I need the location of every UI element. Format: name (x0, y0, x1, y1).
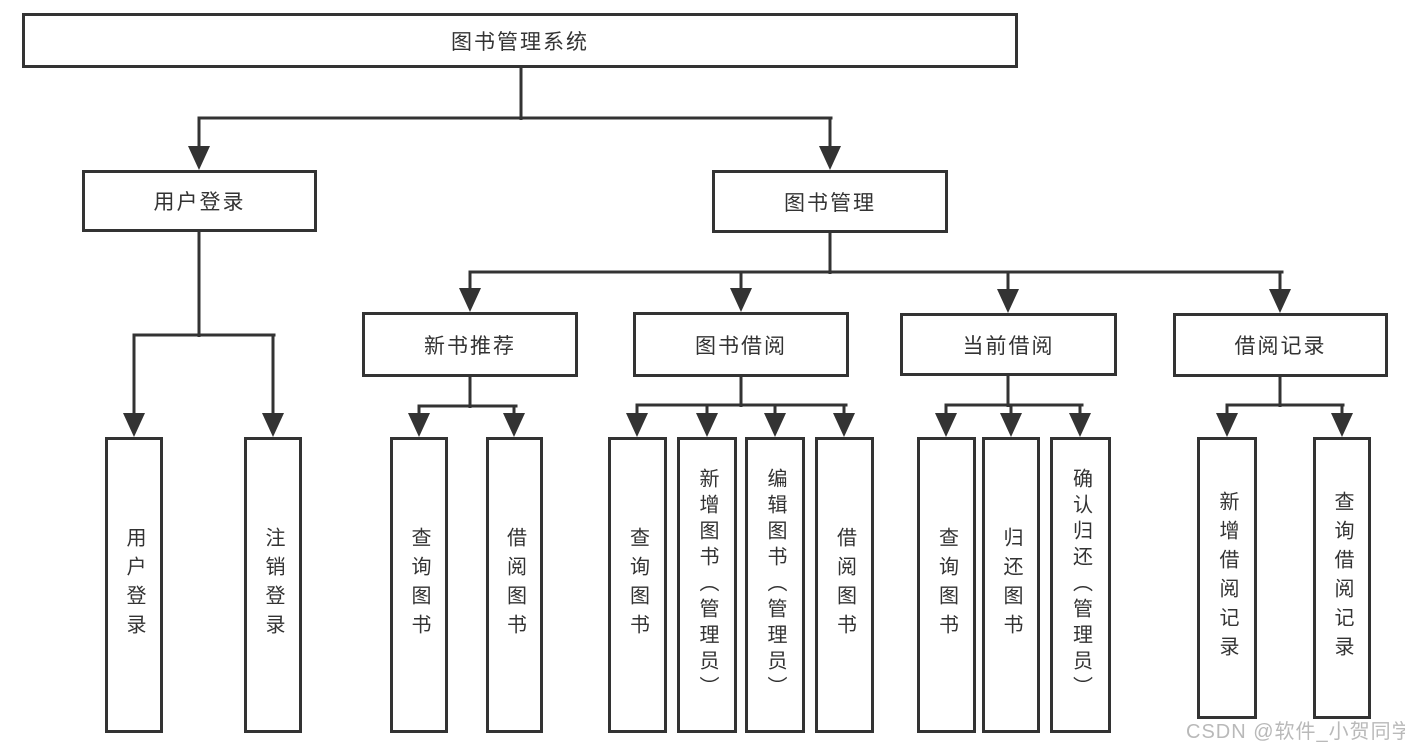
watermark: CSDN @软件_小贺同学 (1186, 721, 1405, 743)
leaf-query-book-2: 查询图书 (608, 437, 667, 733)
leaf-add-borrow-record: 新增借阅记录 (1197, 437, 1257, 719)
node-book-borrow: 图书借阅 (633, 312, 849, 377)
leaf-query-book-1: 查询图书 (390, 437, 448, 733)
node-user-login: 用户登录 (82, 170, 317, 232)
leaf-return-book: 归还图书 (982, 437, 1040, 733)
leaf-logout: 注销登录 (244, 437, 302, 733)
leaf-user-login: 用户登录 (105, 437, 163, 733)
leaf-edit-book-admin: 编辑图书（管理员） (745, 437, 805, 733)
leaf-query-borrow-record: 查询借阅记录 (1313, 437, 1371, 719)
leaf-confirm-return-admin: 确认归还（管理员） (1050, 437, 1111, 733)
leaf-add-book-admin: 新增图书（管理员） (677, 437, 737, 733)
node-current-borrow: 当前借阅 (900, 313, 1117, 376)
node-book-management: 图书管理 (712, 170, 948, 233)
node-borrow-records: 借阅记录 (1173, 313, 1388, 377)
leaf-borrow-book-2: 借阅图书 (815, 437, 874, 733)
leaf-borrow-book-1: 借阅图书 (486, 437, 543, 733)
node-library-system: 图书管理系统 (22, 13, 1018, 68)
leaf-query-book-3: 查询图书 (917, 437, 976, 733)
node-new-book-recommend: 新书推荐 (362, 312, 578, 377)
